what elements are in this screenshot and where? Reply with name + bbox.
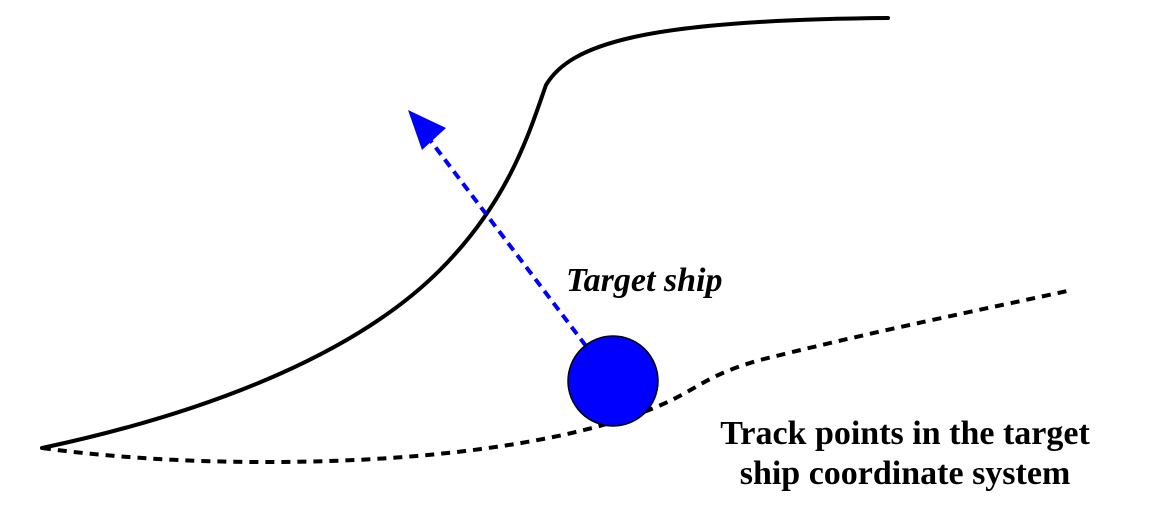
target-ship-icon bbox=[567, 335, 659, 427]
track-points-label-line2: ship coordinate system bbox=[739, 455, 1071, 492]
track-points-label-line1: Track points in the target bbox=[720, 415, 1090, 452]
channel-boundary-curve bbox=[40, 16, 890, 450]
heading-arrow-head-icon bbox=[408, 110, 446, 150]
track-points-curve bbox=[41, 288, 1073, 465]
target-ship-label: Target ship bbox=[566, 262, 723, 299]
heading-arrow-shaft bbox=[428, 138, 588, 348]
track-points-label: Track points in the target ship coordina… bbox=[668, 414, 1142, 494]
